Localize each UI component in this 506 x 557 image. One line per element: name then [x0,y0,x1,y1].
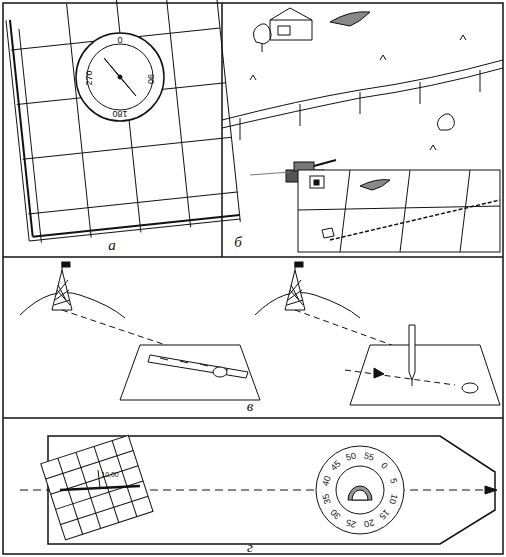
orientation-by-landmark-part [285,270,305,310]
map-grid-part-part [28,192,237,214]
time-mark: 10,00 [101,471,119,478]
map-fragment-part [41,435,153,540]
orientation-by-landmark-part [412,380,413,386]
panel-frames-part [3,3,503,554]
map-fragment-part-part [94,446,119,522]
compass-part [118,75,136,96]
terrain-sketch-part [240,118,241,140]
map-grid-part-part [166,0,191,227]
compass-body-part [352,490,368,500]
bearing-mark: 0 [117,36,122,45]
terrain-sketch-part [250,35,466,150]
map-fragment-part-part [76,452,101,528]
panel-frames [3,3,503,554]
orientation-by-landmark-part [52,270,72,310]
panel-frames-part [3,417,503,419]
compass-body-part [348,486,372,500]
map-fragment-part-part [41,435,153,540]
panel-letter: г [247,540,253,555]
dial-number: 20 [363,517,375,528]
map-fragment-part-part [58,458,83,534]
map-fragment-part-part [112,441,137,517]
orientation-by-landmark-part [295,262,303,267]
inset-map-part [340,170,350,252]
terrain-sketch [222,8,503,182]
map-grid-part-part [6,20,29,241]
terrain-sketch-part [300,104,301,126]
compass-part [118,75,122,79]
orientation-by-landmark [20,262,500,405]
compass-part [76,33,164,121]
panel-letter: а [108,238,116,253]
bearing-mark: 90 [146,74,155,84]
orientation-by-landmark-part [462,383,478,393]
inset-map-part [330,200,500,240]
terrain-sketch-part [420,82,421,104]
terrain-sketch-part [480,70,481,92]
map-fragment-part-part [46,451,133,479]
inset-map-part [322,228,334,238]
bearing-mark: 180 [112,109,127,118]
inset-map-part [360,180,390,190]
orientation-by-landmark-part [374,368,384,378]
inset-map-part [400,170,410,252]
compass-part [87,44,153,110]
map-fragment-part-part [61,496,148,524]
orientation-by-landmark-part [120,345,260,400]
map-grid-part-part [216,0,241,222]
orientation-by-landmark-part [287,280,303,305]
terrain-sketch-part [278,26,290,35]
terrain-sketch-part [330,12,370,26]
terrain-sketch-part [314,160,336,166]
map-grid [5,0,240,244]
map-fragment [41,435,153,540]
bearing-mark: 270 [85,70,94,85]
compass [76,33,164,121]
terrain-sketch-part [270,20,312,21]
map-fragment-part [98,470,100,488]
map-grid-part-part [29,219,240,241]
panel-frames-part [3,256,503,258]
terrain-sketch-part [222,68,503,128]
map-grid-part-part [10,20,33,237]
compass-body-part [316,446,404,534]
map-grid-part-part [23,137,232,159]
inset-map-part [314,180,319,185]
inset-map-part [298,170,500,252]
orientation-by-landmark-part [20,293,125,319]
map-grid-part [5,0,240,244]
terrain-sketch-part [262,44,263,52]
orientation-by-landmark-part [409,325,415,380]
terrain-sketch-part [250,172,290,175]
orientation-by-landmark-part [345,370,455,385]
orientation-by-landmark-part [350,345,500,405]
inset-map [298,170,500,252]
compass-part [104,58,122,79]
compass-body [20,436,497,544]
panel-letter: в [247,399,254,414]
inset-map-part [298,206,500,210]
compass-body-part [336,466,384,514]
panel-letter: б [234,235,242,250]
orientation-by-landmark-part [54,280,70,305]
dial-number: 10 [387,493,398,505]
terrain-sketch-part [270,8,312,40]
terrain-sketch-part [253,24,271,44]
orientation-by-landmark-part [148,355,248,378]
map-grid-part-part [67,4,92,238]
orientation-by-landmark-part [62,262,70,267]
terrain-sketch-part [437,114,454,130]
inset-map-part [460,170,470,252]
terrain-sketch-part [360,92,361,114]
orientation-by-landmark-part [213,367,227,377]
map-grid-part-part [33,215,240,237]
inset-map-part [310,176,324,188]
terrain-sketch-part [222,60,503,120]
compass-body-part [485,486,497,494]
